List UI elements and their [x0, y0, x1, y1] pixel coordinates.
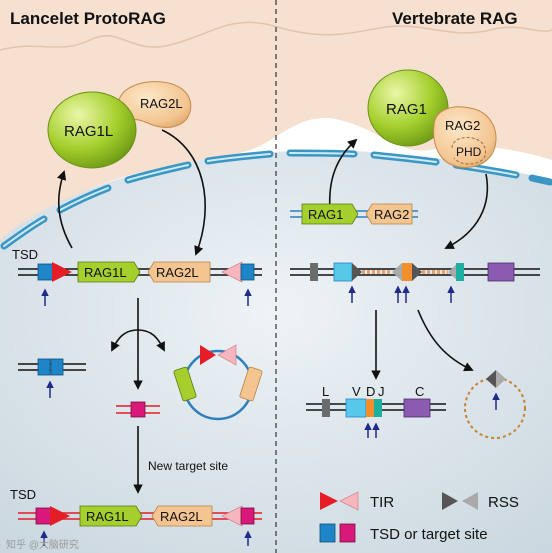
left-panel-title: Lancelet ProtoRAG — [10, 9, 166, 28]
rag2-protein-label: RAG2 — [445, 118, 480, 133]
segment-j-label: J — [378, 384, 385, 399]
rag2l-protein-label: RAG2L — [140, 96, 183, 111]
rss-legend-icon — [442, 492, 458, 510]
legend-tsd-label: TSD or target site — [370, 526, 488, 543]
excised-circle — [173, 344, 263, 421]
tir-legend-icon — [320, 492, 338, 510]
tsd-label-bottom: TSD — [10, 487, 36, 502]
rearranged-vdj: L V D J C — [306, 384, 446, 438]
tsd-label-top: TSD — [12, 247, 38, 262]
protorag-transposon-reinserted: TSD RAG1L RAG2L — [10, 487, 262, 546]
new-target-site: New target site — [116, 401, 228, 494]
rag1l-protein-label: RAG1L — [64, 123, 113, 140]
rag1l-protein: RAG1L — [47, 91, 137, 169]
segment-l-label: L — [322, 384, 329, 399]
segment-v-label: V — [352, 384, 361, 399]
tir-left-icon — [52, 262, 72, 282]
legend: TIR RSS TSD or target site — [319, 491, 519, 543]
rag1-protein-label: RAG1 — [386, 101, 427, 118]
tsd-box-right — [240, 263, 255, 281]
signal-circle — [464, 370, 526, 439]
rag1l-gene-label-bottom: RAG1L — [86, 509, 129, 524]
protorag-transposon: TSD RAG1L RAG2L — [12, 247, 262, 306]
arrow-excision-circle — [417, 309, 474, 372]
rag-gene-locus: RAG1 RAG2 — [290, 203, 418, 225]
segment-d-label: D — [366, 384, 375, 399]
tsd-box-left — [37, 263, 54, 281]
rag2l-gene-label-bottom: RAG2L — [160, 509, 203, 524]
arrow-binding-left — [161, 129, 206, 256]
arrow-binding-right — [444, 173, 489, 249]
repaired-site — [18, 358, 86, 398]
arrow-translation-right — [328, 138, 358, 211]
rag1-protein: RAG1 — [367, 69, 449, 147]
new-target-label: New target site — [148, 459, 228, 473]
phd-domain-label: PHD — [456, 145, 482, 159]
rag1-gene-label: RAG1 — [308, 207, 343, 222]
germline-vdj-locus — [290, 262, 540, 303]
rag2l-gene-label: RAG2L — [156, 265, 199, 280]
watermark: 知乎 @大脑研究 — [6, 538, 79, 551]
legend-tir-label: TIR — [370, 494, 394, 511]
segment-c-label: C — [415, 384, 424, 399]
rag2-protein: RAG2 PHD — [433, 106, 497, 168]
arrow-translation-left — [57, 170, 73, 249]
legend-rss-label: RSS — [488, 494, 519, 511]
rag1l-gene-label: RAG1L — [84, 265, 127, 280]
rag2-gene-label: RAG2 — [374, 207, 409, 222]
right-panel-title: Vertebrate RAG — [392, 9, 518, 28]
excision-arrows — [111, 298, 165, 390]
tsd-legend-icon — [319, 523, 336, 543]
